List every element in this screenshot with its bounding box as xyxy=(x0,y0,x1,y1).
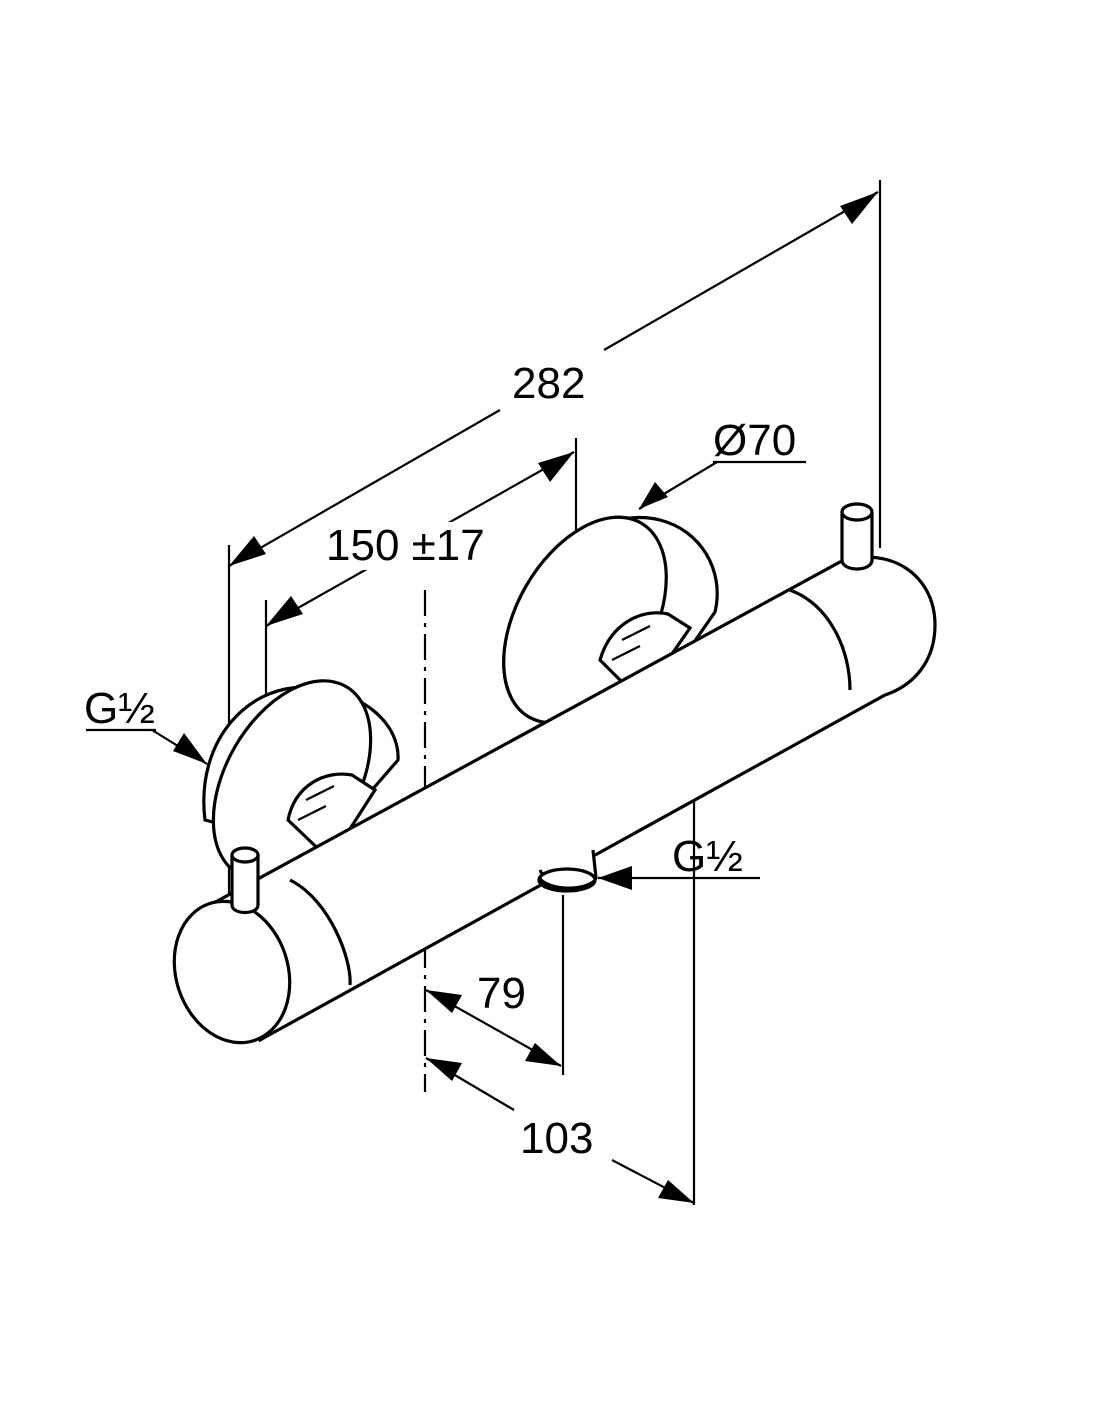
label-outlet-offset: 79 xyxy=(477,969,526,1018)
label-inlet-spacing: 150 ±17 xyxy=(326,521,485,570)
label-thread-outlet: G½ xyxy=(672,832,743,881)
right-rosette xyxy=(502,515,719,725)
dimension-arrowheads xyxy=(173,192,878,1203)
bottom-outlet xyxy=(537,849,598,893)
label-axis-offset: 103 xyxy=(520,1114,593,1163)
left-rosette xyxy=(202,679,400,881)
dimension-labels: 282 150 ±17 Ø70 G½ G½ 79 103 xyxy=(84,352,796,1163)
label-overall-length: 282 xyxy=(512,359,585,408)
thermostat-fixture xyxy=(172,502,937,1045)
label-thread-left: G½ xyxy=(84,684,155,733)
label-rosette-diameter: Ø70 xyxy=(713,416,796,465)
top-pins xyxy=(230,502,874,915)
